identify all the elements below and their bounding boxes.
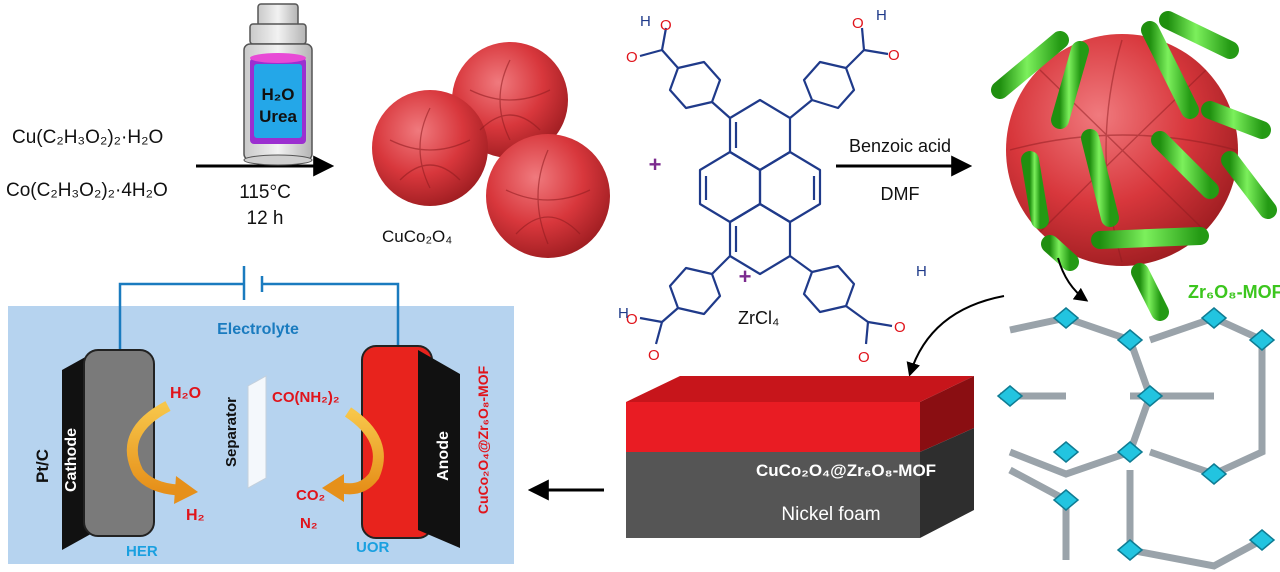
zoom-arrow bbox=[1057, 257, 1089, 302]
zrcl4-label: ZrCl₄ bbox=[738, 308, 779, 328]
uor-arrowhead-icon bbox=[322, 474, 344, 502]
mof-label: Zr₆O₈-MOF bbox=[1188, 282, 1280, 302]
plus-sign-2: + bbox=[739, 264, 752, 289]
benzoic-acid-label: Benzoic acid bbox=[849, 136, 951, 156]
linker-atom-h-2: H bbox=[876, 7, 887, 24]
separator-membrane bbox=[247, 375, 267, 489]
vial-solvent-label: H₂O bbox=[261, 85, 294, 104]
her-product-label: H₂ bbox=[186, 507, 205, 524]
pyrene-linker-molecule bbox=[639, 27, 893, 345]
zr-cluster-nodes bbox=[996, 307, 1276, 561]
copper-acetate-label: Cu(C₂H₃O₂)₂·H₂O bbox=[12, 127, 163, 148]
linker-atom-o-6: O bbox=[648, 347, 660, 364]
return-arrow bbox=[906, 295, 1005, 377]
cobalt-acetate-label: Co(C₂H₃O₂)₂·4H₂O bbox=[6, 180, 168, 201]
linker-atom-o-5: O bbox=[626, 311, 638, 328]
vial-urea-label: Urea bbox=[259, 107, 297, 126]
electrolyte-label: Electrolyte bbox=[217, 321, 299, 338]
separator-label: Separator bbox=[223, 397, 240, 467]
linker-atom-o-3: O bbox=[852, 15, 864, 32]
cathode-catalyst-label: Pt/C bbox=[33, 449, 52, 483]
temperature-label: 115°C bbox=[239, 182, 291, 203]
anode-catalyst-label: CuCo₂O₄@Zr₆O₈-MOF bbox=[475, 365, 491, 514]
her-reactant-label: H₂O bbox=[170, 385, 201, 402]
dmf-label: DMF bbox=[881, 184, 920, 204]
her-reaction-arrow bbox=[126, 401, 179, 496]
uor-label: UOR bbox=[356, 539, 390, 556]
linker-atom-o-7: O bbox=[894, 319, 906, 336]
uor-product-co2-label: CO₂ bbox=[296, 487, 325, 504]
linker-atom-h-1: H bbox=[640, 13, 651, 30]
nickel-foam-label: Nickel foam bbox=[781, 504, 880, 525]
uor-product-n2-label: N₂ bbox=[300, 515, 318, 532]
linker-atom-h-3: H bbox=[618, 305, 629, 322]
anode-label: Anode bbox=[435, 431, 452, 481]
time-label: 12 h bbox=[247, 208, 284, 229]
cathode-label: Cathode bbox=[63, 428, 80, 492]
uor-reactant-label: CO(NH₂)₂ bbox=[272, 389, 340, 406]
hydrothermal-vial-icon bbox=[243, 3, 313, 166]
linker-atom-h-4: H bbox=[916, 263, 927, 280]
power-source-icon bbox=[118, 266, 400, 352]
linker-atom-o-1: O bbox=[660, 17, 672, 34]
linker-atom-o-4: O bbox=[888, 47, 900, 64]
electrode-coating-label: CuCo₂O₄@Zr₆O₈-MOF bbox=[756, 461, 936, 480]
cathode-plate bbox=[62, 349, 155, 550]
her-label: HER bbox=[126, 543, 158, 560]
linker-atom-o-8: O bbox=[858, 349, 870, 366]
her-arrowhead-icon bbox=[174, 476, 198, 504]
spinel-label: CuCo₂O₄ bbox=[382, 227, 452, 246]
electrode-block bbox=[626, 376, 974, 538]
mof-coated-nanoflower bbox=[991, 11, 1277, 321]
plus-sign-1: + bbox=[649, 152, 662, 177]
uor-reaction-arrow bbox=[340, 407, 384, 495]
linker-atom-o-2: O bbox=[626, 49, 638, 66]
anode-plate bbox=[361, 345, 460, 548]
cuco2o4-nanoflower-cluster bbox=[372, 42, 610, 258]
